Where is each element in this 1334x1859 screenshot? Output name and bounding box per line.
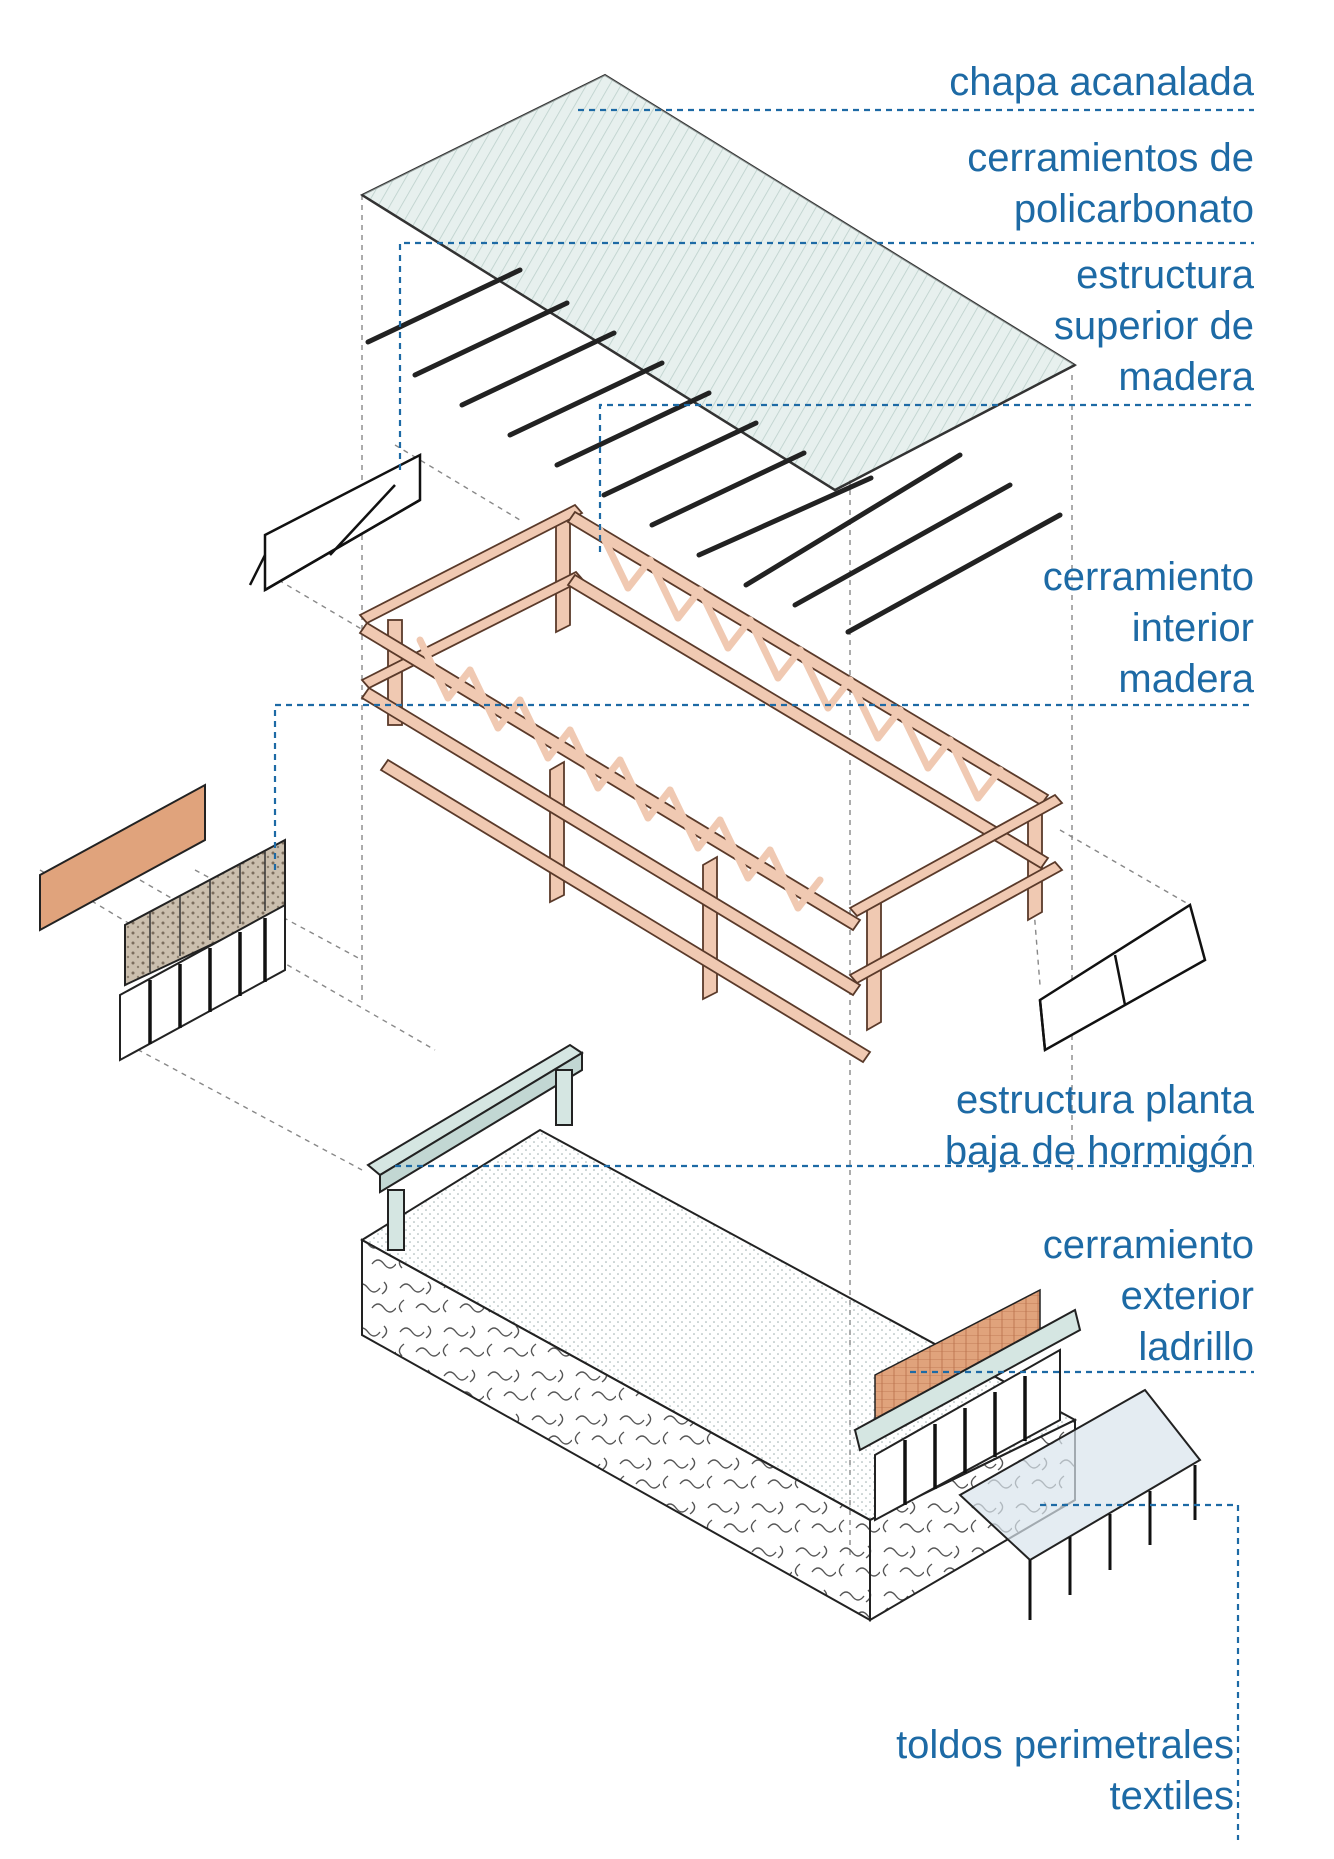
label-cerramientos-policarbonato: cerramientos de policarbonato [967, 136, 1254, 231]
label-estructura-superior-madera: estructura superior de madera [1053, 253, 1254, 399]
label-cerramiento-interior-madera: cerramiento interior madera [1042, 555, 1254, 701]
polycarbonate-panel-right [1038, 903, 1207, 1053]
brick-panel-left [39, 783, 206, 932]
glazing-panel-left [119, 903, 286, 1062]
exterior-brick-wall [853, 1288, 1082, 1522]
label-estructura-planta-baja: estructura planta baja de hormigón [944, 1078, 1254, 1173]
textile-awnings [958, 1388, 1202, 1620]
label-chapa-acanalada: chapa acanalada [949, 60, 1254, 104]
label-leader-lines [273, 108, 1254, 1840]
label-cerramiento-exterior-ladrillo: cerramiento exterior ladrillo [1042, 1223, 1254, 1369]
label-toldos-perimetrales: toldos perimetrales textiles [896, 1723, 1234, 1818]
purlins [365, 267, 1063, 635]
truss-diagonals [416, 526, 1004, 912]
left-wall-assembly [39, 783, 286, 1062]
timber-frame [358, 503, 1064, 1064]
polycarbonate-panel-left [248, 452, 422, 593]
